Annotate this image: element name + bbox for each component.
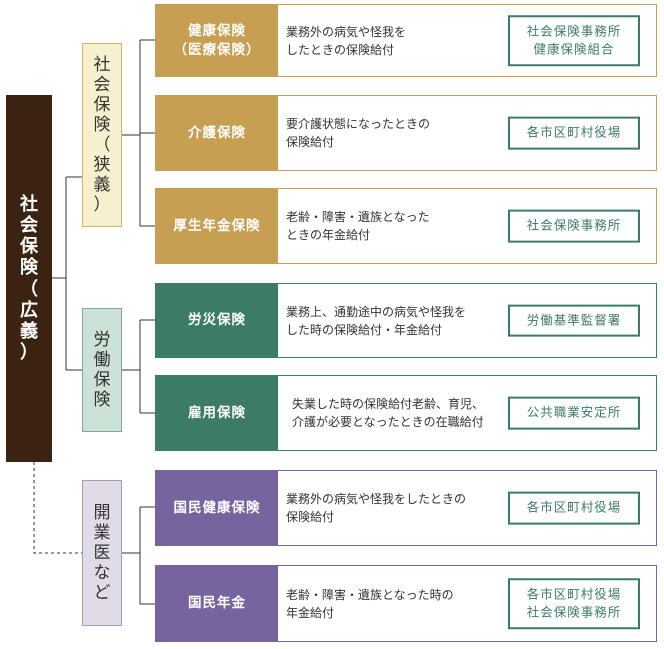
row-workers-compensation: 労災保険 業務上、通勤途中の病気や怪我を した時の保険給付・年金給付 労働基準監… (155, 283, 657, 358)
row-national-health-insurance: 国民健康保険 業務外の病気や怪我をしたときの 保険給付 各市区町村役場 (155, 470, 657, 546)
insurance-description: 老齢・障害・遺族となった時の 年金給付 (286, 587, 454, 620)
row-employee-pension: 厚生年金保険 老齢・障害・遺族となった ときの年金給付 社会保険事務所 (155, 188, 657, 264)
office-box: 各市区町村役場 社会保険事務所 (508, 577, 640, 630)
insurance-description: 失業した時の保険給付老齢、育児、 介護が必要となったときの在職給付 (292, 397, 485, 429)
cat2-connector (122, 319, 155, 414)
insurance-name: 雇用保険 (156, 376, 278, 450)
office-box: 社会保険事務所 健康保険組合 (508, 14, 640, 67)
cat1-connector (122, 39, 155, 227)
category-social-insurance-narrow: 社 会 保 険 （ 狭 義 ） (82, 43, 122, 227)
insurance-name: 労災保険 (156, 284, 278, 357)
insurance-description: 業務外の病気や怪我をしたときの 保険給付 (286, 492, 467, 524)
row-health-insurance: 健康保険 （医療保険） 業務外の病気や怪我を したときの保険給付 社会保険事務所… (155, 4, 657, 77)
insurance-name: 健康保険 （医療保険） (156, 5, 278, 76)
office-box: 公共職業安定所 (508, 396, 640, 430)
insurance-name: 厚生年金保険 (156, 189, 278, 263)
row-employment-insurance: 雇用保険 失業した時の保険給付老齢、育児、 介護が必要となったときの在職給付 公… (155, 375, 657, 451)
insurance-description: 要介護状態になったときの 保険給付 (286, 117, 431, 149)
root-connector (52, 176, 82, 371)
root-social-insurance-broad: 社 会 保 険 （ 広 義 ） (6, 95, 52, 462)
row-nursing-care-insurance: 介護保険 要介護状態になったときの 保険給付 各市区町村役場 (155, 95, 657, 171)
insurance-description: 業務外の病気や怪我を したときの保険給付 (286, 24, 407, 57)
row-national-pension: 国民年金 老齢・障害・遺族となった時の 年金給付 各市区町村役場 社会保険事務所 (155, 565, 657, 642)
dotted-connector (33, 462, 82, 554)
cat3-connector (122, 506, 155, 605)
category-practitioners: 開 業 医 な ど (82, 480, 122, 626)
insurance-name: 国民年金 (156, 566, 278, 641)
office-box: 各市区町村役場 (508, 116, 640, 150)
office-box: 各市区町村役場 (508, 491, 640, 525)
office-box: 労働基準監督署 (508, 304, 640, 337)
insurance-name: 国民健康保険 (156, 471, 278, 545)
insurance-name: 介護保険 (156, 96, 278, 170)
office-box: 社会保険事務所 (508, 209, 640, 243)
insurance-description: 老齢・障害・遺族となった ときの年金給付 (286, 210, 430, 242)
category-labor-insurance: 労 働 保 険 (82, 308, 122, 432)
insurance-description: 業務上、通勤途中の病気や怪我を した時の保険給付・年金給付 (286, 304, 467, 337)
